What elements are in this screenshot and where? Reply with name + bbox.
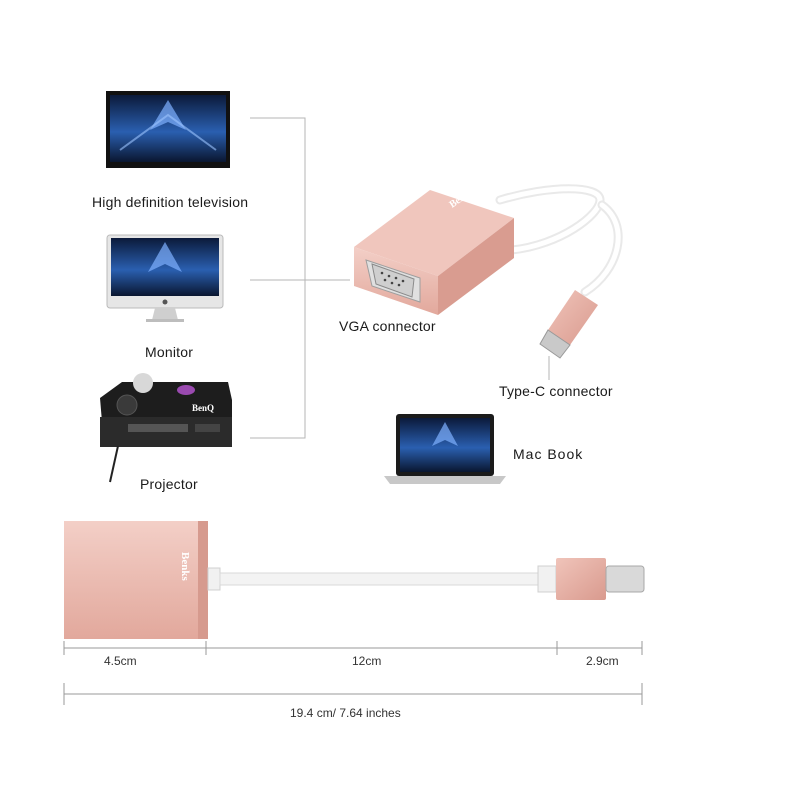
monitor-image [106, 234, 224, 322]
dimension-body: 4.5cm [104, 654, 137, 668]
connector-lines [250, 117, 350, 439]
macbook-label: Mac Book [513, 446, 584, 462]
projector-brand: BenQ [192, 403, 214, 413]
vga-connector-label: VGA connector [339, 318, 436, 334]
monitor-label: Monitor [145, 344, 194, 360]
projector-label: Projector [140, 476, 198, 492]
dimension-plug: 2.9cm [586, 654, 619, 668]
adapter-bottom-image: Benks [64, 521, 645, 639]
dimension-total: 19.4 cm/ 7.64 inches [290, 706, 401, 720]
adapter-brand-bottom: Benks [179, 552, 191, 581]
projector-image: BenQ [100, 373, 232, 483]
adapter-top-image: Benks [354, 184, 623, 359]
hdtv-label: High definition television [92, 194, 249, 210]
hdtv-image [106, 91, 230, 168]
typec-connector-label: Type-C connector [499, 383, 613, 399]
dimension-cable: 12cm [352, 654, 382, 668]
macbook-image [384, 414, 506, 484]
dimension-lines [63, 641, 643, 705]
